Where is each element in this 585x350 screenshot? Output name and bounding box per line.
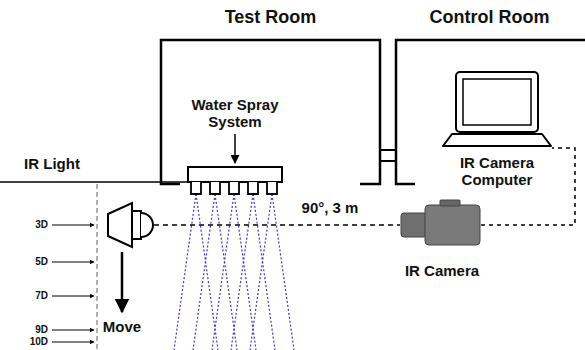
distance-label: 3D xyxy=(35,219,48,231)
part-label: Move xyxy=(103,318,141,335)
water-spray xyxy=(174,194,294,350)
part-label: 90°, 3 m xyxy=(302,199,359,216)
move-arrow xyxy=(121,252,124,312)
distance-guide xyxy=(96,184,98,350)
line-of-sight xyxy=(154,224,400,226)
distance-label: 10D xyxy=(30,336,48,348)
distance-arrows xyxy=(52,225,94,342)
distance-label: 7D xyxy=(35,290,48,302)
distance-arrow xyxy=(52,296,94,297)
room-wall xyxy=(161,40,380,184)
spray-bar xyxy=(188,167,282,182)
spray-line xyxy=(193,194,215,350)
spray-line xyxy=(253,194,275,350)
nozzle xyxy=(267,182,277,194)
distance-arrow xyxy=(52,262,94,263)
spray-line xyxy=(272,194,294,350)
spray-line xyxy=(212,194,234,350)
nozzle xyxy=(210,182,220,194)
ir-camera-symbol xyxy=(401,200,480,245)
nozzle xyxy=(248,182,258,194)
part-label: IR Camera Computer xyxy=(453,154,541,189)
part-label: IR Light xyxy=(24,155,80,172)
ir-light-symbol xyxy=(108,203,153,247)
spray-nozzles xyxy=(191,182,277,194)
distance-label: 5D xyxy=(35,256,48,268)
spray-line xyxy=(250,194,272,350)
distance-arrow xyxy=(52,342,94,343)
room-outline xyxy=(159,0,382,186)
room-title: Control Room xyxy=(394,0,585,28)
part-label: IR Camera xyxy=(405,262,479,279)
nozzle xyxy=(191,182,201,194)
spray-line xyxy=(174,194,196,350)
laptop-symbol xyxy=(443,72,551,146)
nozzle xyxy=(229,182,239,194)
room-area: Test Room xyxy=(159,0,382,186)
distance-arrow xyxy=(52,225,94,226)
spray-line xyxy=(231,194,253,350)
part-label: Water Spray System xyxy=(179,96,291,131)
corridor-wall xyxy=(381,149,396,151)
pointer-arrow xyxy=(234,134,236,163)
corridor-connector xyxy=(381,150,396,161)
distance-label: 9D xyxy=(35,324,48,336)
room-title: Test Room xyxy=(159,0,382,28)
corridor-wall xyxy=(381,160,396,162)
distance-arrow xyxy=(52,330,94,331)
